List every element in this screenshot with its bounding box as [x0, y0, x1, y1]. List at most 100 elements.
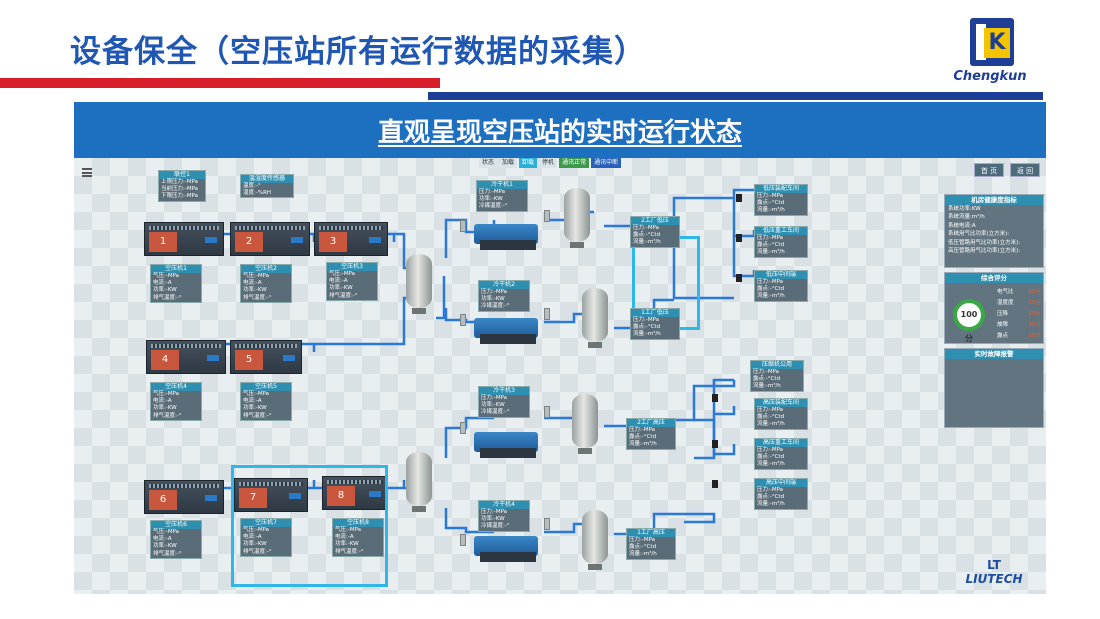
plant1-low-panel[interactable]: 1工厂低压 压力:-MPa 露点:-°Ctd 流量:-m³/h — [630, 308, 680, 340]
panel-row: 流量:-m³/h — [757, 207, 785, 214]
valve-icon[interactable] — [736, 234, 742, 242]
air-tank[interactable] — [406, 254, 432, 314]
air-tank[interactable] — [406, 452, 432, 512]
panel-row: 排气温度:-° — [153, 550, 182, 557]
company-logo: K Chengkun — [950, 16, 1030, 88]
compressor-6[interactable]: 6 — [144, 480, 224, 514]
panel-row: 压力:-MPa — [479, 189, 506, 195]
dryer-body — [474, 224, 538, 244]
air-tank[interactable] — [564, 188, 590, 248]
liutech-logo: LT LIUTECH — [954, 558, 1034, 586]
plant2-high-panel[interactable]: 2工厂高压 压力:-MPa 露点:-°Ctd 流量:-m³/h — [626, 418, 676, 450]
panel-row: 压力:-MPa — [757, 447, 784, 453]
workshop-panel[interactable]: 高压重工车间 压力:-MPa 露点:-°Ctd 流量:-m³/h — [754, 438, 808, 470]
panel-row: 流量:-m³/h — [629, 441, 657, 448]
panel-row: 压力:-MPa — [481, 509, 508, 515]
air-tank[interactable] — [572, 394, 598, 454]
panel-row: 排气温度:-° — [243, 412, 272, 419]
status-indicator — [205, 237, 217, 243]
panel-row: 露点:-°Ctd — [757, 454, 785, 461]
valve-icon[interactable] — [712, 480, 718, 488]
score-label: 压降 — [997, 311, 1009, 317]
status-indicator — [291, 237, 303, 243]
status-indicator — [205, 495, 217, 501]
panel-row: 流量:-m³/h — [633, 331, 661, 338]
compressor-1[interactable]: 1 — [144, 222, 224, 256]
env-sensor-panel[interactable]: 温湿度传感器 温度:-° 湿度:-%RH — [240, 174, 294, 199]
panel-title: 空压机3 — [327, 263, 377, 271]
compressor-5-panel[interactable]: 空压机5 气压:-MPa 电流:-A 功率:-KW 排气温度:-° — [240, 382, 292, 421]
panel-row: 压力:-MPa — [629, 427, 656, 433]
compressor-3[interactable]: 3 — [314, 222, 388, 256]
panel-title: 冷干机4 — [479, 501, 529, 509]
compressor-8-panel[interactable]: 空压机8 气压:-MPa 电流:-A 功率:-KW 排气温度:-° — [332, 518, 384, 557]
compressor-1-panel[interactable]: 空压机1 气压:-MPa 电流:-A 功率:-KW 排气温度:-° — [150, 264, 202, 303]
dryer-3-panel[interactable]: 冷干机3 压力:-MPa 功率:-KW 冷媒温度:-° — [478, 386, 530, 418]
panel-row: 压力:-MPa — [633, 317, 660, 323]
panel-title: 空压机6 — [151, 521, 201, 529]
compressor-2[interactable]: 2 — [230, 222, 310, 256]
plant1-high-panel[interactable]: 1工厂高压 压力:-MPa 露点:-°Ctd 流量:-m³/h — [626, 528, 676, 560]
panel-row: 露点:-°Ctd — [629, 544, 657, 551]
air-tank[interactable] — [582, 510, 608, 570]
compressor-7-panel[interactable]: 空压机7 气压:-MPa 电流:-A 功率:-KW 排气温度:-° — [240, 518, 292, 557]
air-tank[interactable] — [582, 288, 608, 348]
panel-title: 1工厂高压 — [627, 529, 675, 537]
panel-title: 冷干机3 — [479, 387, 529, 395]
panel-row: 压力:-MPa — [757, 487, 784, 493]
panel-row: 气压:-MPa — [243, 273, 270, 279]
workshop-panel[interactable]: 高压装配车间 压力:-MPa 露点:-°Ctd 流量:-m³/h — [754, 398, 808, 430]
panel-row: 电流:-A — [153, 536, 172, 543]
health-panel: 机房健康度指标 系统功率:KW 系统流量:m³/h 系统电流:A 系统用气比功率… — [944, 194, 1044, 268]
workshop-panel[interactable]: 高压中间端 压力:-MPa 露点:-°Ctd 流量:-m³/h — [754, 478, 808, 510]
compressor-2-panel[interactable]: 空压机2 气压:-MPa 电流:-A 功率:-KW 排气温度:-° — [240, 264, 292, 303]
compressor-4-panel[interactable]: 空压机4 气压:-MPa 电流:-A 功率:-KW 排气温度:-° — [150, 382, 202, 421]
back-button[interactable]: 返 回 — [1010, 163, 1040, 177]
dryer-1-panel[interactable]: 冷干机1 压力:-MPa 功率:-KW 冷媒温度:-° — [476, 180, 528, 212]
panel-row: 排气温度:-° — [335, 548, 364, 555]
compressor-7[interactable]: 7 — [234, 478, 308, 512]
panel-row: 电流:-A — [153, 398, 172, 405]
valve-icon[interactable] — [736, 274, 742, 282]
panel-row: 电流:-A — [335, 534, 354, 541]
dryer-base — [480, 448, 536, 458]
linkage-row: 当前压力:-MPa — [161, 186, 199, 193]
banner-title: 直观呈现空压站的实时运行状态 — [377, 118, 742, 148]
dryer-unit-3[interactable] — [474, 428, 538, 458]
panel-row: 冷媒温度:-° — [481, 409, 510, 416]
filter-icon — [460, 422, 466, 434]
linkage-panel[interactable]: 联控1 上限压力:-MPa 当前压力:-MPa 下限压力:-MPa — [158, 170, 206, 202]
menu-icon[interactable] — [82, 168, 92, 177]
home-button[interactable]: 首 页 — [974, 163, 1004, 177]
panel-row: 流量:-m³/h — [633, 239, 661, 246]
workshop-panel[interactable]: 低压中间端 压力:-MPa 露点:-°Ctd 流量:-m³/h — [754, 270, 808, 302]
valve-icon[interactable] — [712, 394, 718, 402]
dryer-unit-2[interactable] — [474, 314, 538, 344]
title-underline-red — [0, 78, 440, 88]
compressor-8[interactable]: 8 — [322, 476, 388, 510]
workshop-panel[interactable]: 低压重工车间 压力:-MPa 露点:-°Ctd 流量:-m³/h — [754, 226, 808, 258]
dryer-base — [480, 240, 536, 250]
filter-icon — [544, 210, 550, 222]
score-value: 15分 — [1028, 300, 1042, 306]
compressor-4[interactable]: 4 — [146, 340, 226, 374]
dryer-unit-4[interactable] — [474, 532, 538, 562]
compressor-5[interactable]: 5 — [230, 340, 302, 374]
score-label: 湿度度 — [997, 300, 1014, 306]
compressor-6-panel[interactable]: 空压机6 气压:-MPa 电流:-A 功率:-KW 排气温度:-° — [150, 520, 202, 559]
compressor-3-panel[interactable]: 空压机3 气压:-MPa 电流:-A 功率:-KW 排气温度:-° — [326, 262, 378, 301]
panel-row: 功率:-KW — [153, 405, 177, 412]
dryer-2-panel[interactable]: 冷干机2 压力:-MPa 功率:-KW 冷媒温度:-° — [478, 280, 530, 312]
compressor-number: 4 — [151, 350, 179, 370]
valve-icon[interactable] — [712, 440, 718, 448]
plant2-low-panel[interactable]: 2工厂低压 压力:-MPa 露点:-°Ctd 流量:-m³/h — [630, 216, 680, 248]
valve-icon[interactable] — [736, 194, 742, 202]
workshop-panel[interactable]: 压缩机公用 压力:-MPa 露点:-°Ctd 流量:-m³/h — [750, 360, 804, 392]
workshop-panel[interactable]: 低压装配车间 压力:-MPa 露点:-°Ctd 流量:-m³/h — [754, 184, 808, 216]
dryer-unit-1[interactable] — [474, 220, 538, 250]
dryer-4-panel[interactable]: 冷干机4 压力:-MPa 功率:-KW 冷媒温度:-° — [478, 500, 530, 532]
panel-row: 功率:-KW — [481, 402, 505, 409]
panel-row: 电流:-A — [243, 534, 262, 541]
